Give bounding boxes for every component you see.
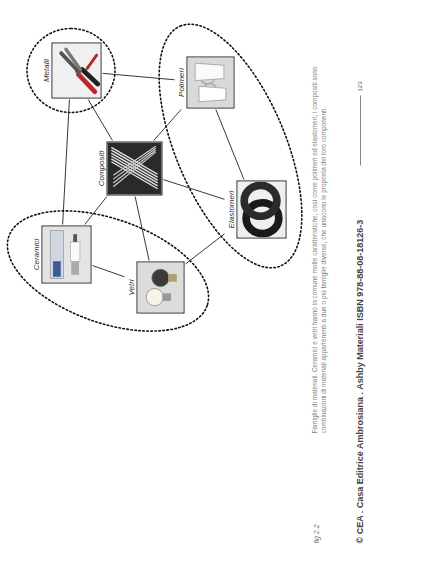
copyright-line: © CEA . Casa Editrice Ambrosiana . Ashby… (354, 219, 364, 543)
group-outline (0, 187, 224, 355)
figure-number: fig 2.2 (312, 524, 319, 543)
photo-illustration (137, 262, 183, 312)
family-label: Compositi (95, 141, 106, 195)
material-photo (136, 261, 184, 313)
family-link (102, 73, 174, 79)
photo-illustration (107, 142, 161, 194)
photo-illustration (42, 226, 90, 282)
family-link (84, 196, 106, 224)
material-family: Metalli (40, 42, 101, 98)
family-link (92, 265, 124, 276)
material-family: Ceramici (30, 225, 91, 283)
figure-caption: Famiglie di materiali. Ceramici e vetri … (310, 53, 327, 433)
material-photo (186, 56, 234, 108)
material-family: Elastomeri (225, 180, 286, 238)
material-photo (41, 225, 91, 283)
family-label: Metalli (40, 42, 51, 98)
family-link (185, 233, 224, 263)
family-link (88, 99, 112, 140)
family-link (153, 109, 180, 140)
photo-illustration (237, 181, 285, 237)
photo-illustration (187, 57, 233, 107)
material-family: Vetri (125, 261, 184, 313)
photo-illustration (52, 43, 100, 97)
family-label: Ceramici (30, 225, 41, 283)
family-label: Vetri (125, 261, 136, 313)
page-number: 123 (356, 81, 362, 91)
family-label: Polimeri (175, 56, 186, 108)
family-link (135, 196, 149, 260)
material-photo (51, 42, 101, 98)
family-label: Elastomeri (225, 180, 236, 238)
material-family: Polimeri (175, 56, 234, 108)
group-outline (27, 28, 115, 112)
family-link (215, 109, 243, 179)
page-rule-line (360, 95, 361, 165)
family-link (62, 99, 69, 224)
family-link (163, 179, 224, 199)
material-family: Compositi (95, 141, 162, 195)
material-photo (106, 141, 162, 195)
material-photo (236, 180, 286, 238)
